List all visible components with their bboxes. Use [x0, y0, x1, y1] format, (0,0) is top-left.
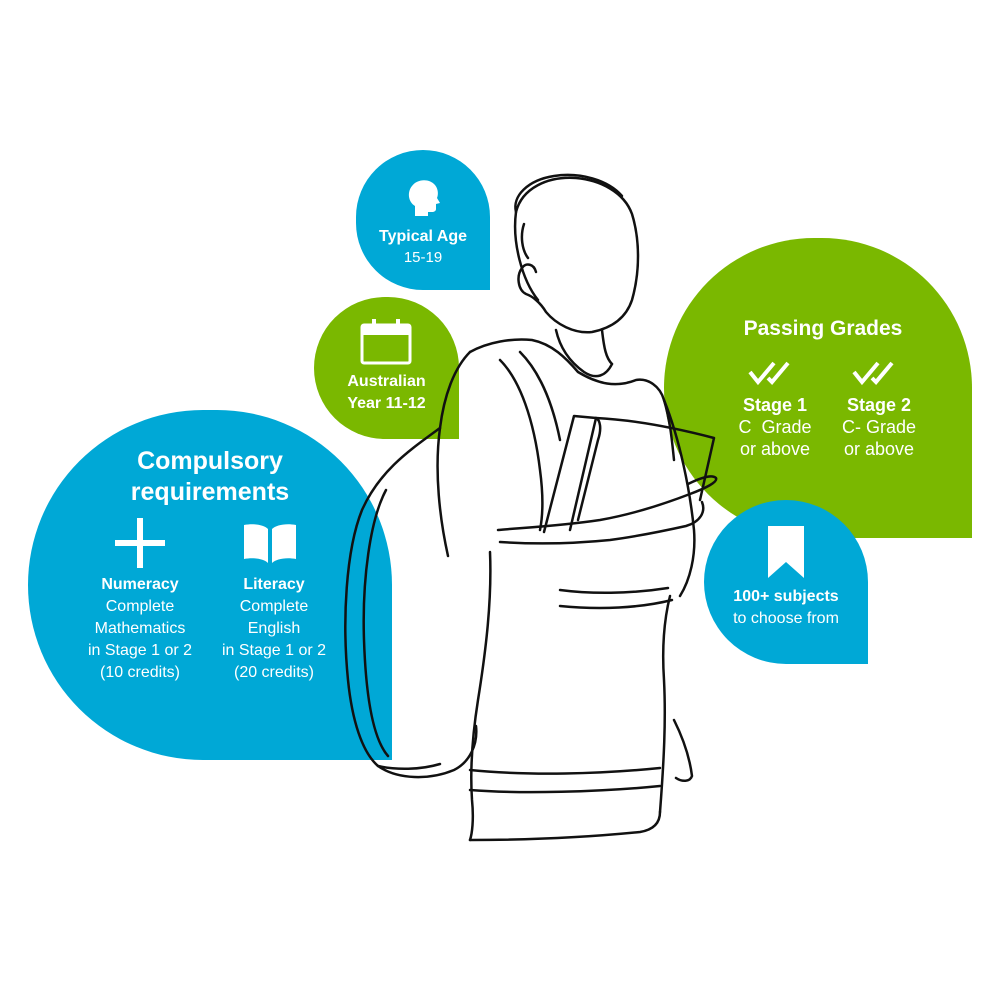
- stage-1-grade: C Grade: [738, 417, 812, 437]
- compulsory-requirements-bubble: Compulsory requirements Numeracy Complet…: [28, 410, 392, 760]
- numeracy-line: in Stage 1 or 2: [87, 642, 193, 659]
- stage-1-or-above: or above: [739, 439, 811, 459]
- numeracy-line: Complete: [105, 598, 175, 615]
- stage-1-title: Stage 1: [742, 395, 808, 415]
- literacy-line: in Stage 1 or 2: [221, 642, 327, 659]
- year-line-1: Australian: [347, 373, 426, 390]
- literacy-title: Literacy: [243, 576, 305, 593]
- subjects-bubble: 100+ subjects to choose from: [704, 500, 868, 664]
- typical-age-bubble: Typical Age 15-19: [356, 150, 490, 290]
- numeracy-line: Mathematics: [94, 620, 186, 637]
- typical-age-title: Typical Age: [378, 228, 468, 245]
- calendar-icon: [360, 319, 412, 365]
- passing-grades-title: Passing Grades: [743, 317, 903, 340]
- passing-grades-bubble: Passing Grades Stage 1 C Grade or above …: [664, 238, 972, 538]
- compulsory-title-line-2: requirements: [130, 478, 290, 506]
- subjects-subtitle: to choose from: [733, 610, 839, 627]
- year-line-2: Year 11-12: [347, 395, 426, 412]
- numeracy-line: (10 credits): [99, 664, 181, 681]
- head-profile-icon: [408, 180, 440, 216]
- stage-2-or-above: or above: [843, 439, 915, 459]
- typical-age-value: 15-19: [403, 249, 443, 266]
- compulsory-title-line-1: Compulsory: [137, 447, 283, 475]
- stage-1-column: Stage 1 C Grade or above: [720, 394, 830, 460]
- numeracy-column: Numeracy Complete Mathematics in Stage 1…: [68, 574, 212, 684]
- school-year-bubble: Australian Year 11-12: [314, 297, 459, 439]
- literacy-line: Complete: [239, 598, 309, 615]
- literacy-line: (20 credits): [233, 664, 315, 681]
- literacy-column: Literacy Complete English in Stage 1 or …: [204, 574, 344, 684]
- double-check-icon: [852, 361, 894, 386]
- literacy-line: English: [247, 620, 301, 637]
- stage-2-title: Stage 2: [846, 395, 912, 415]
- double-check-icon: [748, 361, 790, 386]
- numeracy-title: Numeracy: [101, 576, 179, 593]
- plus-icon: [115, 518, 165, 568]
- subjects-title: 100+ subjects: [733, 588, 839, 605]
- bookmark-icon: [768, 526, 804, 578]
- stage-2-grade: C- Grade: [841, 417, 917, 437]
- open-book-icon: [244, 524, 296, 563]
- stage-2-column: Stage 2 C- Grade or above: [824, 394, 934, 460]
